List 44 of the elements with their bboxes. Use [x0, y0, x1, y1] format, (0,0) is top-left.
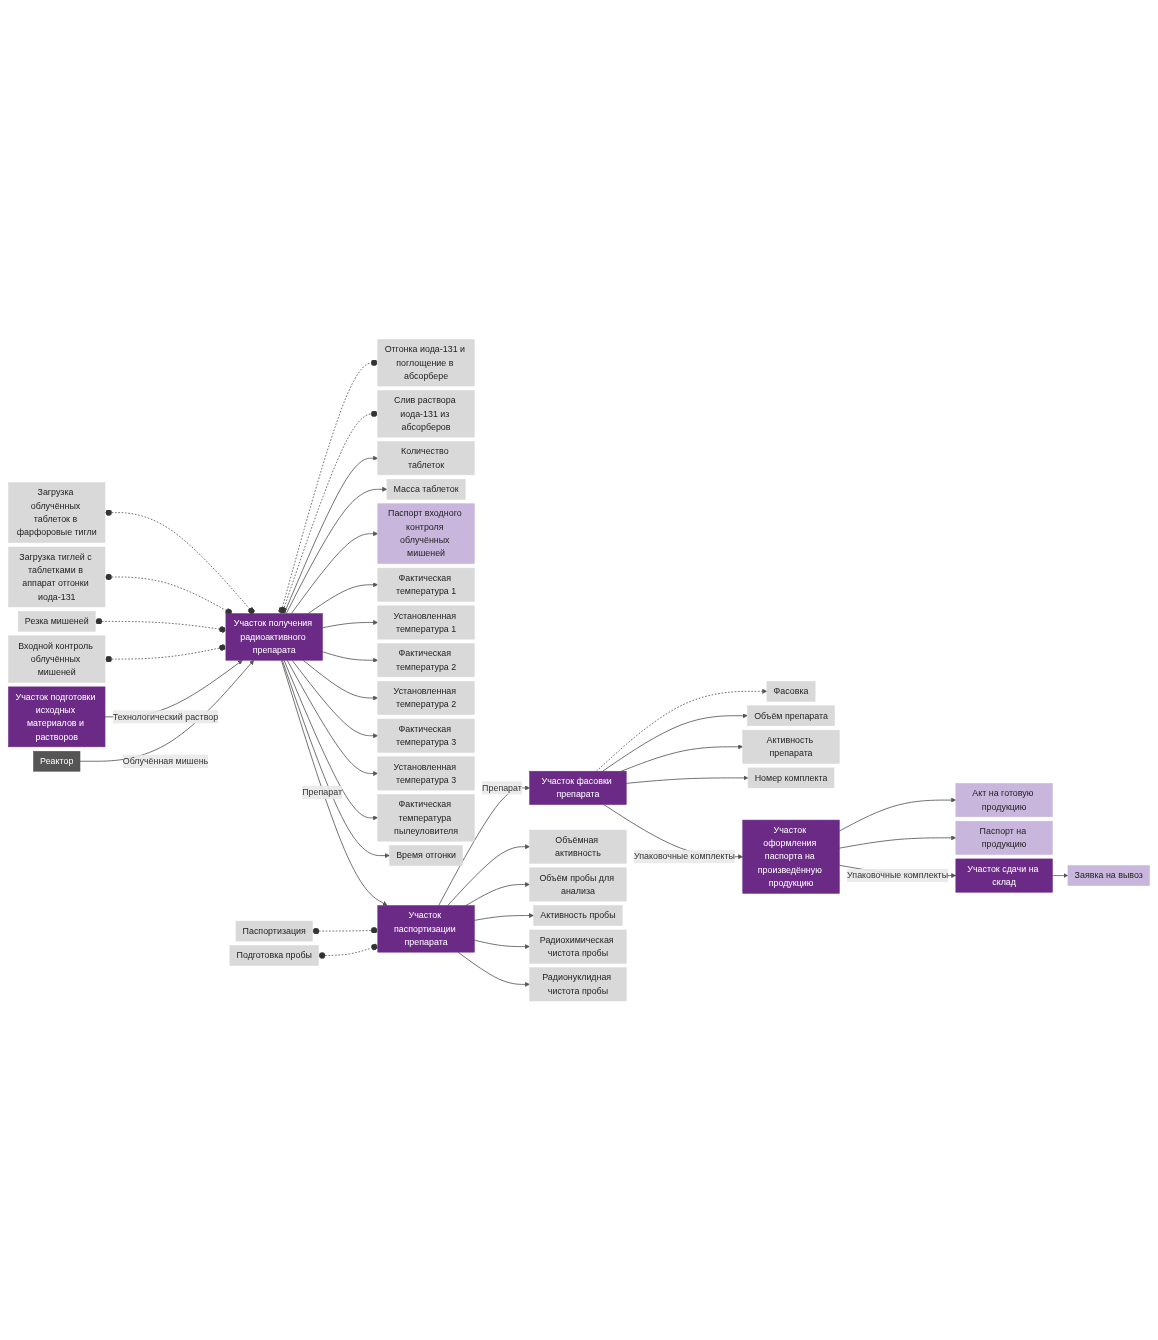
node-box: Установленная температура 2: [377, 680, 475, 715]
node-box: Участок фасовки препарата: [529, 770, 627, 805]
node-box: Фактическая температура пылеуловителя: [377, 794, 475, 842]
edge-label: Облучённая мишень: [122, 756, 209, 766]
node-box: Объём препарата: [747, 705, 835, 726]
node-box: Радиохимическая чистота пробы: [529, 929, 627, 964]
node-box: Участок оформления паспорта на произведённую продукцию: [742, 819, 840, 894]
node-box: Входной контроль облучённых мишеней: [8, 635, 106, 683]
node-box: Объём пробы для анализа: [529, 867, 627, 902]
node-box: Отгонка иода-131 и поглощение в абсорбере: [377, 338, 475, 387]
node-box: Установленная температура 1: [377, 605, 475, 640]
node-box: Паспортизация: [235, 920, 313, 942]
node-box: Фактическая температура 3: [377, 718, 475, 753]
node-box: Резка мишеней: [17, 610, 96, 632]
node-box: Реактор: [33, 750, 81, 772]
node-box: Участок получения радиоактивного препарата: [225, 613, 323, 661]
edge-label: Технологический раствор: [112, 711, 219, 722]
node-box: Участок подготовки исходных материалов и растворов: [8, 686, 106, 747]
node-box: Загрузка тиглей с таблетками в аппарат отгонки иода-131: [8, 546, 106, 607]
node-box: Количество таблеток: [377, 441, 475, 475]
node-box: Подготовка пробы: [229, 945, 319, 966]
edge-label: Упаковочные комплекты: [633, 851, 735, 861]
node-box: Объёмная активность: [529, 829, 627, 864]
node-box: Загрузка облучённых таблеток в фарфоровые тигли: [8, 482, 106, 543]
node-box: Активность препарата: [742, 729, 840, 764]
node-box: Слив раствора иода-131 из абсорберов: [377, 390, 475, 438]
node-box: Паспорт входного контроля облучённых мишеней: [377, 503, 475, 564]
node-box: Участок паспортизации препарата: [377, 905, 475, 953]
node-box: Фактическая температура 1: [377, 567, 475, 602]
node-box: Время отгонки: [389, 845, 463, 866]
node-box: Заявка на вывоз: [1067, 865, 1150, 886]
node-box: Номер комплекта: [747, 767, 835, 788]
node-box: Фасовка: [766, 680, 816, 702]
node-box: Фактическая температура 2: [377, 643, 475, 677]
edge-label: Упаковочные комплекты: [847, 870, 949, 880]
edge-label: Препарат: [482, 782, 522, 793]
node-box: Активность пробы: [533, 905, 623, 926]
node-box: Масса таблеток: [386, 478, 466, 500]
node-box: Установленная температура 3: [377, 756, 475, 791]
edge-label: Препарат: [302, 787, 342, 797]
node-box: Участок сдачи на склад: [955, 858, 1053, 893]
node-box: Паспорт на продукцию: [955, 820, 1053, 855]
node-box: Акт на готовую продукцию: [955, 782, 1053, 817]
node-box: Радионуклидная чистота пробы: [529, 967, 627, 1002]
